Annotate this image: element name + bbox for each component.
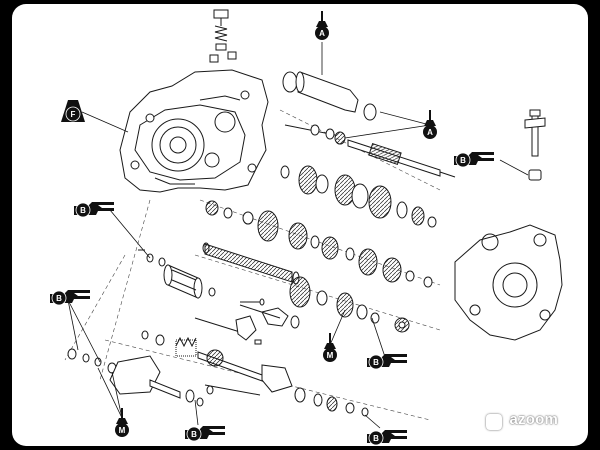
selector-drum xyxy=(146,253,216,299)
callout-letter: B xyxy=(460,156,466,165)
callout-a-right: A xyxy=(423,110,437,139)
callout-letter: A xyxy=(319,29,325,38)
diagram-frame: A A F B B B M B M B B azoom xyxy=(12,4,588,446)
upper-gear-row xyxy=(280,165,437,228)
top-bolt-spring xyxy=(209,9,237,63)
watermark-badge-icon xyxy=(486,414,502,430)
left-crankcase xyxy=(119,69,269,193)
callout-b-right: B xyxy=(454,152,494,168)
callout-leaders xyxy=(67,42,529,429)
callout-letter: B xyxy=(373,358,379,367)
callout-letter: F xyxy=(71,110,76,119)
output-shaft xyxy=(202,242,300,285)
right-crankcase xyxy=(454,224,563,341)
lower-bearing-row xyxy=(294,387,369,417)
callout-letter: A xyxy=(427,128,433,137)
callout-b-lower-right: B xyxy=(367,430,407,446)
right-selector-rod xyxy=(524,109,546,181)
misc-fasteners xyxy=(138,249,265,345)
callout-letter: M xyxy=(327,351,334,360)
callout-b-lower-center: B xyxy=(185,426,225,442)
assembly-axis-lines xyxy=(64,109,441,421)
callout-m-lower: M xyxy=(115,408,129,437)
shift-forks xyxy=(194,304,300,341)
callout-b-upper-left: B xyxy=(74,202,114,218)
shaft-a-assembly xyxy=(282,71,377,145)
callout-letter: B xyxy=(80,206,86,215)
watermark-text: azoom xyxy=(509,411,558,428)
input-shaft xyxy=(347,139,456,178)
callout-badges: A A F B B B M B M B B xyxy=(50,11,494,446)
callout-m-center: M xyxy=(323,333,337,362)
lower-gear-row xyxy=(289,276,410,333)
callout-b-center: B xyxy=(367,354,407,370)
callout-letter: B xyxy=(56,294,62,303)
kickstart-assembly xyxy=(141,330,293,396)
callout-f-left: F xyxy=(61,100,85,122)
crankshaft xyxy=(67,348,204,407)
callout-b-mid-left: B xyxy=(50,290,90,306)
middle-gear-row xyxy=(205,200,433,288)
callout-letter: B xyxy=(191,430,197,439)
callout-letter: M xyxy=(119,426,126,435)
exploded-transmission-diagram: A A F B B B M B M B B xyxy=(50,9,563,446)
callout-a-top: A xyxy=(315,11,329,40)
callout-letter: B xyxy=(373,434,379,443)
